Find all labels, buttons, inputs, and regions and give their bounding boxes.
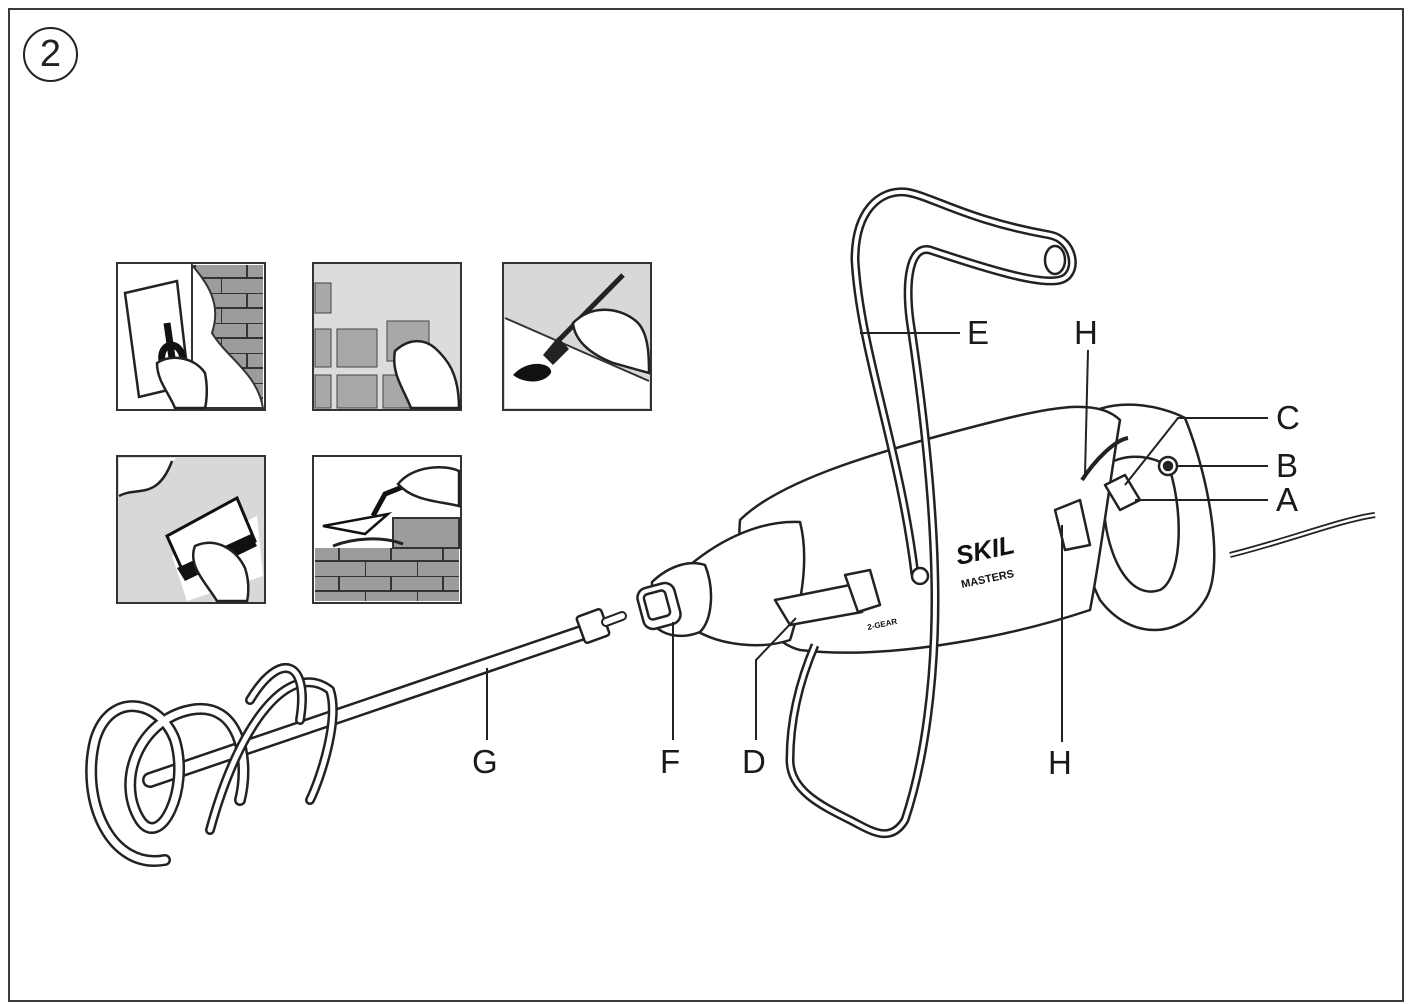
label-b: B bbox=[1276, 447, 1299, 484]
label-h-lower: H bbox=[1048, 744, 1072, 781]
icon-painting bbox=[502, 262, 652, 411]
mixing-paddle bbox=[85, 607, 627, 867]
label-h-upper: H bbox=[1074, 314, 1098, 351]
mixer-body bbox=[636, 187, 1376, 839]
leader-lines bbox=[486, 332, 1268, 742]
icon-plastering-wall bbox=[116, 262, 266, 411]
label-f: F bbox=[660, 743, 681, 780]
label-a: A bbox=[1276, 481, 1299, 518]
icon-filling-cracks bbox=[116, 455, 266, 604]
label-c: C bbox=[1276, 399, 1300, 436]
figure-number-badge: 2 bbox=[23, 27, 78, 82]
icon-bricklaying-mortar bbox=[312, 455, 462, 604]
label-e: E bbox=[967, 314, 990, 351]
label-d: D bbox=[742, 743, 766, 780]
icon-laying-tiles bbox=[312, 262, 462, 411]
label-g: G bbox=[472, 743, 498, 780]
leader-line-c bbox=[1124, 417, 1268, 486]
figure-frame bbox=[8, 8, 1404, 1002]
leader-line-h-upper bbox=[1084, 349, 1089, 476]
leader-line-d bbox=[755, 617, 797, 740]
